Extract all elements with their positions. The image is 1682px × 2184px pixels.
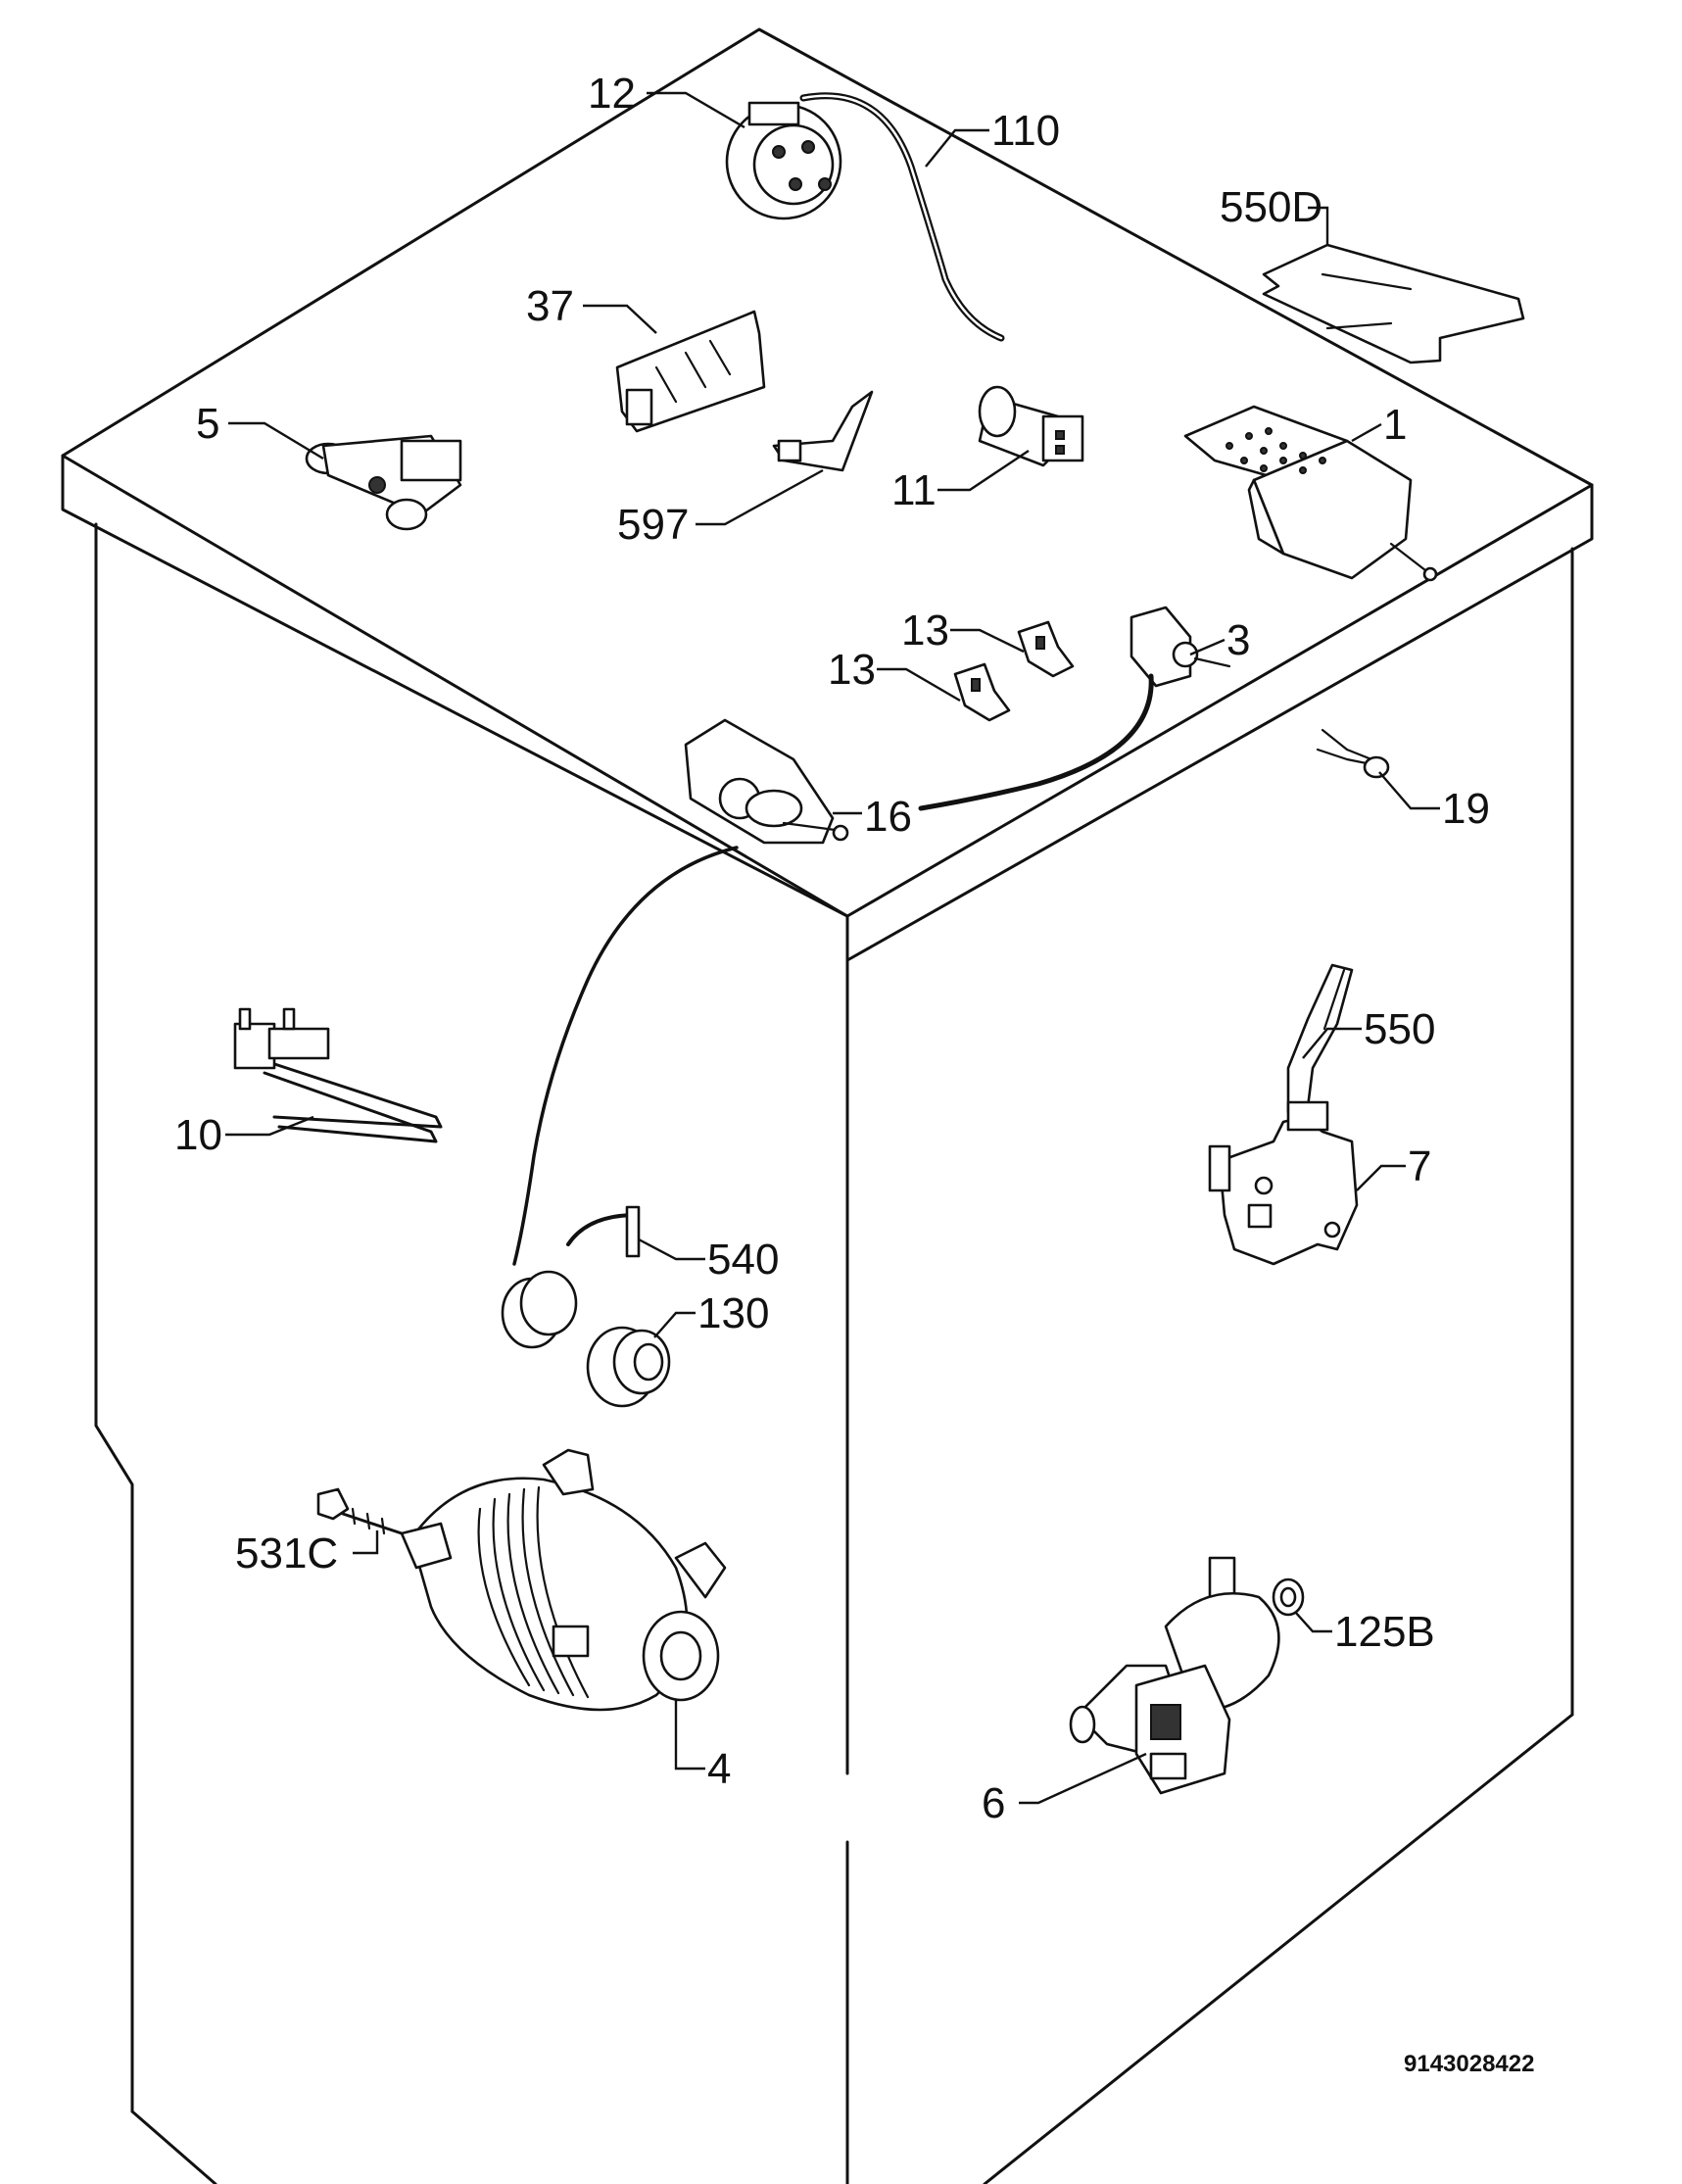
- label-130: 130: [697, 1289, 769, 1337]
- label-4: 4: [707, 1745, 731, 1793]
- heating-element-icon: [233, 1007, 443, 1143]
- label-110: 110: [991, 107, 1060, 155]
- leader-lines: [225, 91, 1440, 1805]
- label-5: 5: [196, 400, 219, 448]
- label-16: 16: [864, 793, 912, 841]
- connector-icon: [953, 620, 1075, 722]
- capacitor-icon: [978, 385, 1084, 467]
- label-7: 7: [1408, 1142, 1431, 1190]
- label-597: 597: [617, 501, 689, 549]
- label-12: 12: [588, 70, 636, 118]
- label-13-upper: 13: [901, 607, 949, 655]
- part-labels: 12 110 550D 37 5 597 11 1 13 13 3 16 19 …: [174, 70, 1534, 2077]
- screw-icon: [316, 1487, 404, 1535]
- motor-icon: [400, 1448, 727, 1712]
- water-inlet-valve-icon: [305, 434, 462, 531]
- label-10: 10: [174, 1111, 222, 1159]
- door-interlock-icon: [1208, 1100, 1359, 1266]
- label-6: 6: [982, 1779, 1005, 1827]
- grommet-icon: [501, 1270, 671, 1408]
- cabinet-outline: [61, 27, 1594, 2184]
- timer-programmer-icon: [1183, 405, 1438, 582]
- label-531C: 531C: [235, 1529, 338, 1577]
- label-550D: 550D: [1220, 183, 1322, 231]
- bracket-clip-icon: [772, 390, 874, 472]
- label-19: 19: [1442, 785, 1490, 833]
- label-1: 1: [1383, 401, 1407, 449]
- label-540: 540: [707, 1236, 779, 1284]
- shield-plate-icon: [1262, 243, 1525, 364]
- label-37: 37: [526, 282, 574, 330]
- label-13-lower: 13: [828, 646, 876, 694]
- drawing-reference-number: 9143028422: [1404, 2051, 1534, 2077]
- door-lock-icon: [512, 718, 849, 1266]
- label-125B: 125B: [1334, 1608, 1435, 1656]
- label-3: 3: [1226, 616, 1250, 664]
- label-550: 550: [1364, 1005, 1435, 1053]
- gasket-ring-icon: [1272, 1577, 1305, 1617]
- switch-icon: [918, 606, 1231, 811]
- thermostat-probe-icon: [1316, 728, 1390, 779]
- drain-pump-icon: [1069, 1556, 1280, 1795]
- pressure-switch-icon: [725, 101, 842, 220]
- wire-clip-icon: [566, 1205, 641, 1258]
- terminal-block-icon: [615, 310, 766, 433]
- label-11: 11: [891, 466, 937, 514]
